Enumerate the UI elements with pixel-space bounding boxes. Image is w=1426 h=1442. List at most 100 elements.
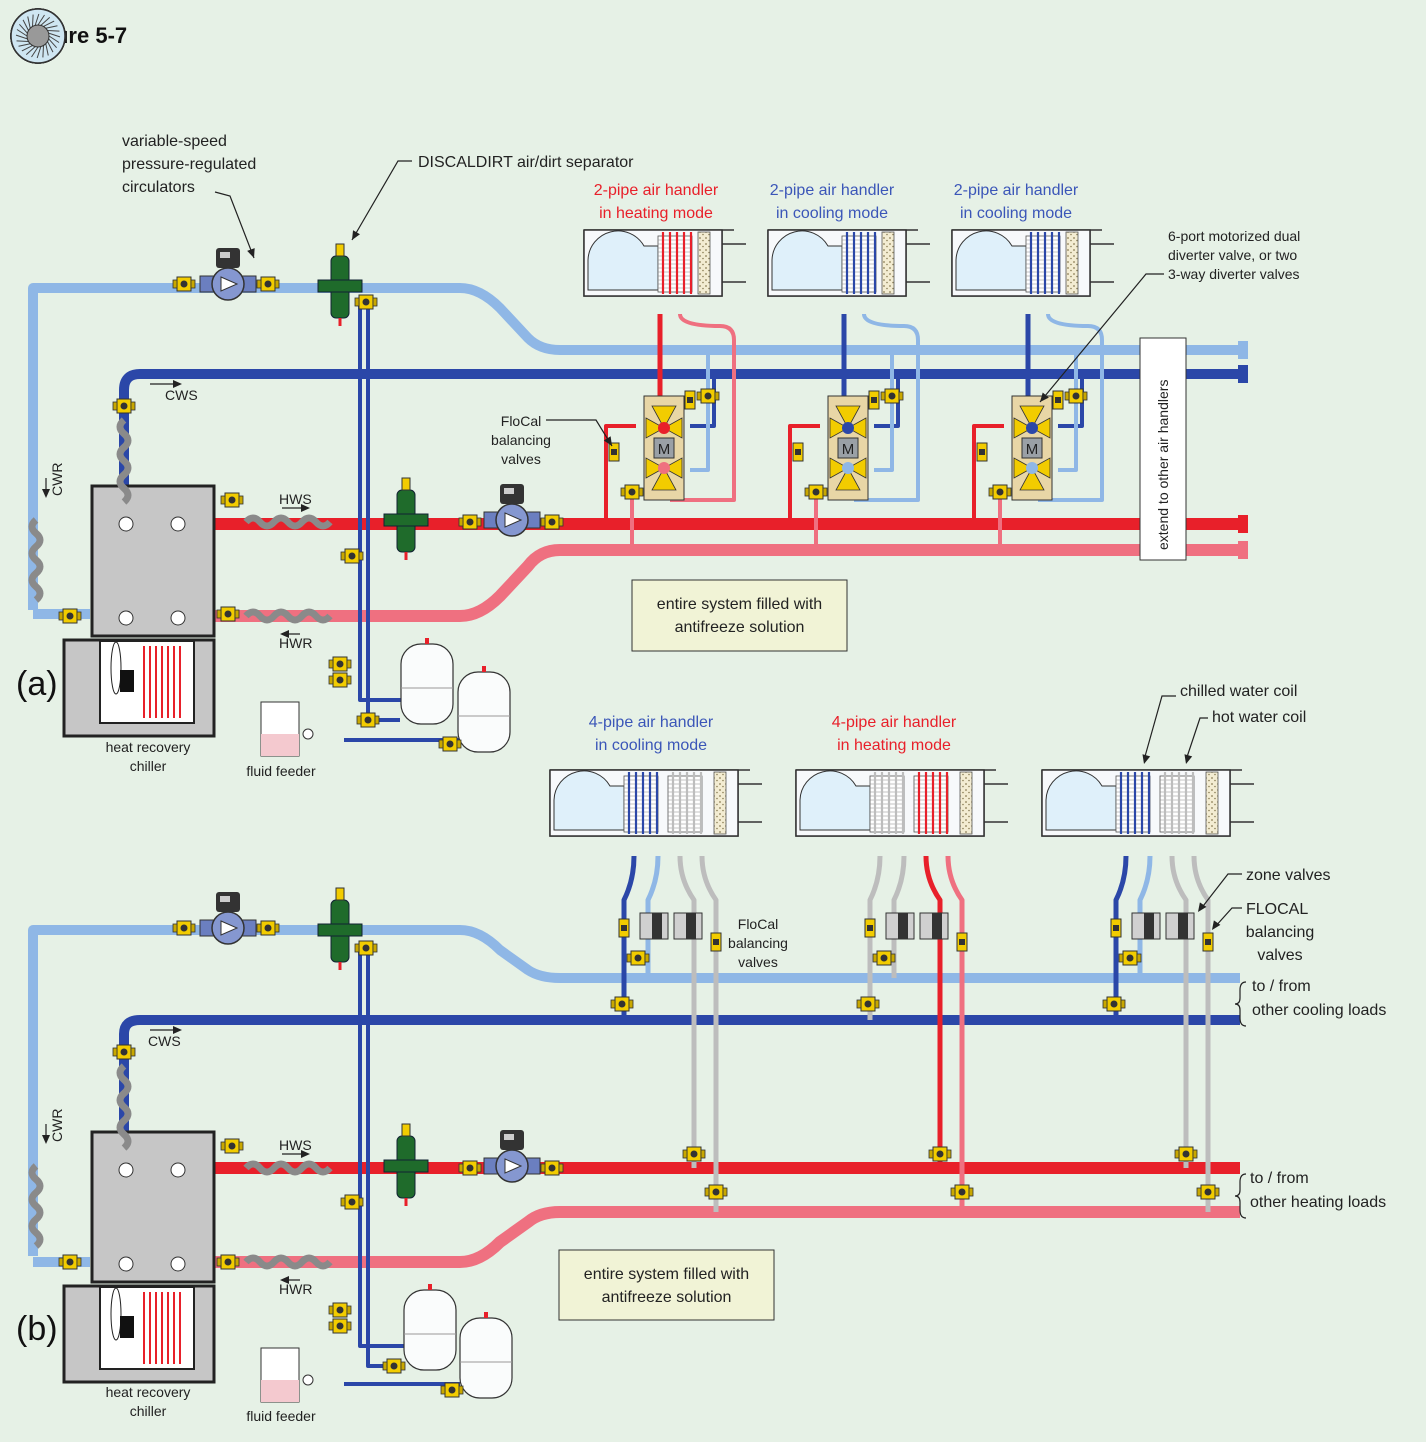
- fan-blade: [31, 46, 39, 58]
- isolation-valve-icon: [328, 656, 352, 672]
- separator-vent: [401, 477, 411, 491]
- chiller-port: [170, 1256, 186, 1272]
- valve-end: [382, 1361, 388, 1371]
- valve-end: [374, 715, 380, 725]
- arrow-head: [301, 504, 310, 512]
- valve-end: [540, 517, 546, 527]
- motor-label: M: [658, 441, 671, 458]
- valve-end: [346, 1305, 352, 1315]
- valve-end: [328, 1321, 334, 1331]
- isolation-valve-icon: [856, 996, 880, 1012]
- diverter-label-line1: 6-port motorized dual: [1168, 228, 1300, 244]
- valve-end: [220, 495, 226, 505]
- isolation-valve-icon: [328, 1302, 352, 1318]
- flocal-right-leader: [1213, 907, 1242, 929]
- valve-end: [458, 517, 464, 527]
- circulators-label-line1: variable-speed: [122, 133, 227, 150]
- arrow-tip: [603, 436, 612, 446]
- isolation-valve-icon: [804, 484, 828, 500]
- valve-end: [1120, 999, 1126, 1009]
- note-frame: [631, 579, 848, 652]
- isolation-valve-icon: [1118, 950, 1142, 966]
- fan-blade: [25, 46, 36, 55]
- valve-core: [446, 740, 454, 748]
- ahu-b2-line1: 4-pipe air handler: [832, 714, 957, 731]
- tank-valve: [425, 638, 429, 644]
- balancing-valve-icon: [1052, 390, 1064, 410]
- chiller-b-line1: heat recovery: [106, 1384, 191, 1400]
- valve-end: [950, 1187, 956, 1197]
- valve-end: [238, 495, 244, 505]
- separator-ports: [317, 279, 363, 293]
- diverter-cwr-branch: [1058, 350, 1078, 472]
- arrow-head: [1184, 754, 1193, 764]
- cooling-return-branch: [891, 855, 907, 978]
- isolation-valve-icon: [438, 736, 462, 752]
- fan-blade: [34, 13, 40, 26]
- zone-valve-motor: [652, 913, 662, 939]
- tank-valve: [482, 666, 486, 672]
- valve-end: [638, 487, 644, 497]
- ahu-return-branch: [854, 313, 920, 502]
- valve-core: [687, 397, 693, 403]
- air-dirt-separator-icon: [383, 1123, 429, 1206]
- extend-label: extend to other air handlers: [1155, 380, 1171, 550]
- valve-core: [959, 939, 965, 945]
- flocal-a-leader: [546, 419, 613, 447]
- flocal-b-right-line2: balancing: [1246, 924, 1315, 941]
- air-handler-a2: [767, 229, 930, 297]
- heating-supply-branch: [923, 855, 943, 1168]
- valve-end: [216, 1257, 222, 1267]
- valve-end: [946, 1149, 952, 1159]
- valve-end: [874, 999, 880, 1009]
- pump-display: [504, 488, 514, 494]
- isolation-valve-icon: [354, 294, 378, 310]
- separator-vent: [335, 243, 345, 257]
- flex-hose-icon: [243, 1254, 333, 1270]
- valve-core: [958, 1188, 966, 1196]
- isolation-valve-icon: [382, 1358, 406, 1374]
- zone-valve-icon: [919, 912, 949, 940]
- coil-icon: [1025, 232, 1061, 294]
- valve-end: [822, 487, 828, 497]
- circulators-leader: [214, 191, 255, 259]
- diverter-hws-branch: [788, 424, 820, 522]
- isolation-valve-icon: [112, 398, 136, 414]
- condenser-fan-blade: [110, 1287, 122, 1341]
- cwr-label-a: CWR: [49, 463, 65, 496]
- valve-core: [621, 925, 627, 931]
- chilled-coil-label: chilled water coil: [1180, 683, 1297, 700]
- valve-end: [1082, 391, 1088, 401]
- feeder-b-label: fluid feeder: [246, 1408, 316, 1424]
- cwr-main-a: [28, 283, 1240, 610]
- chiller-upper: [90, 484, 216, 638]
- note-line: entire system filled with: [657, 596, 822, 613]
- flocal-b-right-line1: FLOCAL: [1246, 901, 1308, 918]
- fan-hub: [26, 24, 50, 48]
- hwr-label-a: HWR: [279, 635, 312, 651]
- valve-core: [936, 1150, 944, 1158]
- valve-end: [234, 1257, 240, 1267]
- valve-end: [610, 999, 616, 1009]
- isolation-valve-icon: [610, 996, 634, 1012]
- cooling-loads-line1: to / from: [1252, 978, 1311, 995]
- valve-end: [890, 953, 896, 963]
- chiller-port: [118, 516, 134, 532]
- cooling-supply-branch: [867, 855, 883, 1020]
- hot-coil-label: hot water coil: [1212, 709, 1306, 726]
- arrow-tip: [173, 1026, 182, 1034]
- balancing-valve-icon: [792, 442, 804, 462]
- isolation-valve-icon: [696, 388, 720, 404]
- valve-end: [722, 1187, 728, 1197]
- isolation-valve-icon: [356, 712, 380, 728]
- valve-end: [440, 1385, 446, 1395]
- tank-shell: [459, 1317, 513, 1399]
- flocal-a-line2: balancing: [491, 432, 551, 448]
- valve-end: [346, 659, 352, 669]
- arrow-head: [280, 630, 289, 638]
- coil-icon: [623, 772, 659, 834]
- part-a-labels: variable-speed pressure-regulated circul…: [16, 133, 1300, 779]
- valve-end: [682, 1149, 688, 1159]
- valve-end: [274, 279, 280, 289]
